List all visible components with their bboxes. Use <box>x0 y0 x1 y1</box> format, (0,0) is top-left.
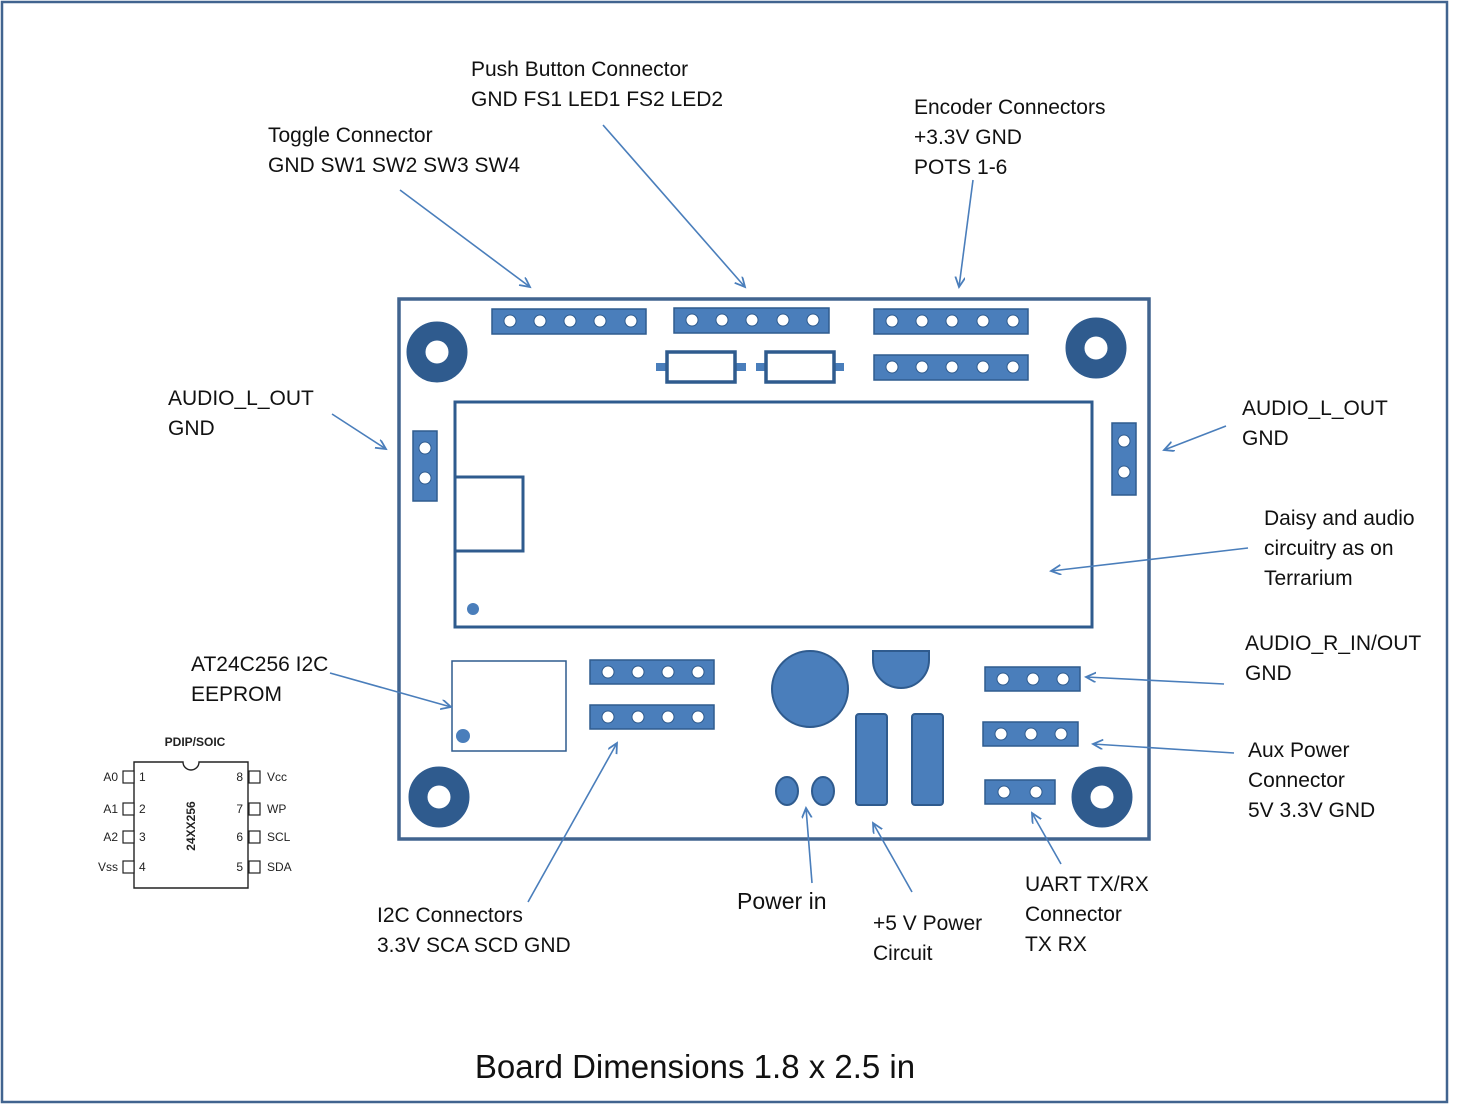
chip-pin-pad-right <box>248 860 261 874</box>
power-component-1 <box>855 713 888 806</box>
i2c-header-2 <box>589 704 715 730</box>
chip-pin-pad-right <box>248 830 261 844</box>
resistor-2 <box>756 350 844 384</box>
chip-package-label: PDIP/SOIC <box>165 735 226 749</box>
chip-pin-name-left: A0 <box>103 770 118 784</box>
chip-pin-name-right: SCL <box>267 830 291 844</box>
chip-pin-number-left: 2 <box>139 802 146 816</box>
chip-pin-name-right: WP <box>267 802 286 816</box>
label-power-in: Power in <box>737 888 827 914</box>
arrow-i2c <box>527 743 617 903</box>
daisy-pin1-dot <box>467 603 479 615</box>
mounting-hole-bottom-left <box>408 766 470 828</box>
arrow-power-circuit <box>873 823 913 893</box>
arrow-uart <box>1032 813 1062 865</box>
eeprom-pin1-dot <box>456 729 470 743</box>
chip-pin-name-left: Vss <box>98 860 118 874</box>
chip-pin-pad-left <box>122 830 135 844</box>
chip-pin-number-right: 5 <box>236 860 243 874</box>
mounting-hole-top-left <box>406 321 468 383</box>
chip-pin-pad-right <box>248 770 261 784</box>
power-in-pad-1 <box>775 776 799 806</box>
electrolytic-capacitor <box>771 650 849 728</box>
arrow-aux-power <box>1093 744 1235 754</box>
resistor-1 <box>656 350 746 384</box>
audio-l-out-right-header <box>1111 422 1137 496</box>
chip-body <box>133 761 249 889</box>
chip-pin-number-left: 4 <box>139 860 146 874</box>
chip-pin-pad-left <box>122 802 135 816</box>
power-in-pad-2 <box>811 776 835 806</box>
daisy-usb-connector <box>453 475 525 553</box>
daisy-module <box>453 400 1094 629</box>
audio-l-out-left-header <box>412 430 438 502</box>
chip-pin-name-left: A1 <box>103 802 118 816</box>
arrow-push-button <box>602 124 745 287</box>
chip-pin-name-right: SDA <box>267 860 292 874</box>
chip-pin-number-right: 6 <box>236 830 243 844</box>
chip-pin-number-right: 7 <box>236 802 243 816</box>
chip-pin-number-right: 8 <box>236 770 243 784</box>
voltage-regulator <box>872 650 930 689</box>
i2c-header-1 <box>589 659 715 685</box>
outer-frame <box>0 0 1449 1104</box>
push-button-header <box>673 307 830 334</box>
chip-pin-name-right: Vcc <box>267 770 287 784</box>
arrow-audio-l-left <box>331 413 386 449</box>
mounting-hole-bottom-right <box>1071 766 1133 828</box>
chip-pin-pad-right <box>248 802 261 816</box>
chip-part-label: 24XX256 <box>184 801 198 851</box>
chip-pin-name-left: A2 <box>103 830 118 844</box>
toggle-header <box>491 308 647 335</box>
eeprom-footprint <box>451 660 567 752</box>
audio-r-header <box>984 666 1081 692</box>
mounting-holes <box>406 317 1133 828</box>
power-component-2 <box>911 713 944 806</box>
arrows <box>329 124 1249 903</box>
encoder-header-1 <box>873 308 1029 335</box>
arrow-audio-r <box>1086 677 1225 685</box>
chip-pin-number-left: 3 <box>139 830 146 844</box>
mounting-hole-top-right <box>1065 317 1127 379</box>
encoder-header-2 <box>873 354 1029 381</box>
uart-header <box>984 779 1056 805</box>
aux-power-header <box>982 721 1079 747</box>
arrow-encoder <box>959 179 974 287</box>
arrow-eeprom <box>329 672 451 707</box>
chip-pin-number-left: 1 <box>139 770 146 784</box>
arrow-audio-l-right <box>1164 425 1227 450</box>
chip-pin-pad-left <box>122 770 135 784</box>
arrow-toggle <box>399 189 530 287</box>
arrow-daisy <box>1051 547 1249 571</box>
footer-board-dimensions: Board Dimensions 1.8 x 2.5 in <box>474 1048 916 1085</box>
arrow-power-in <box>806 808 813 884</box>
chip-pin-pad-left <box>122 860 135 874</box>
